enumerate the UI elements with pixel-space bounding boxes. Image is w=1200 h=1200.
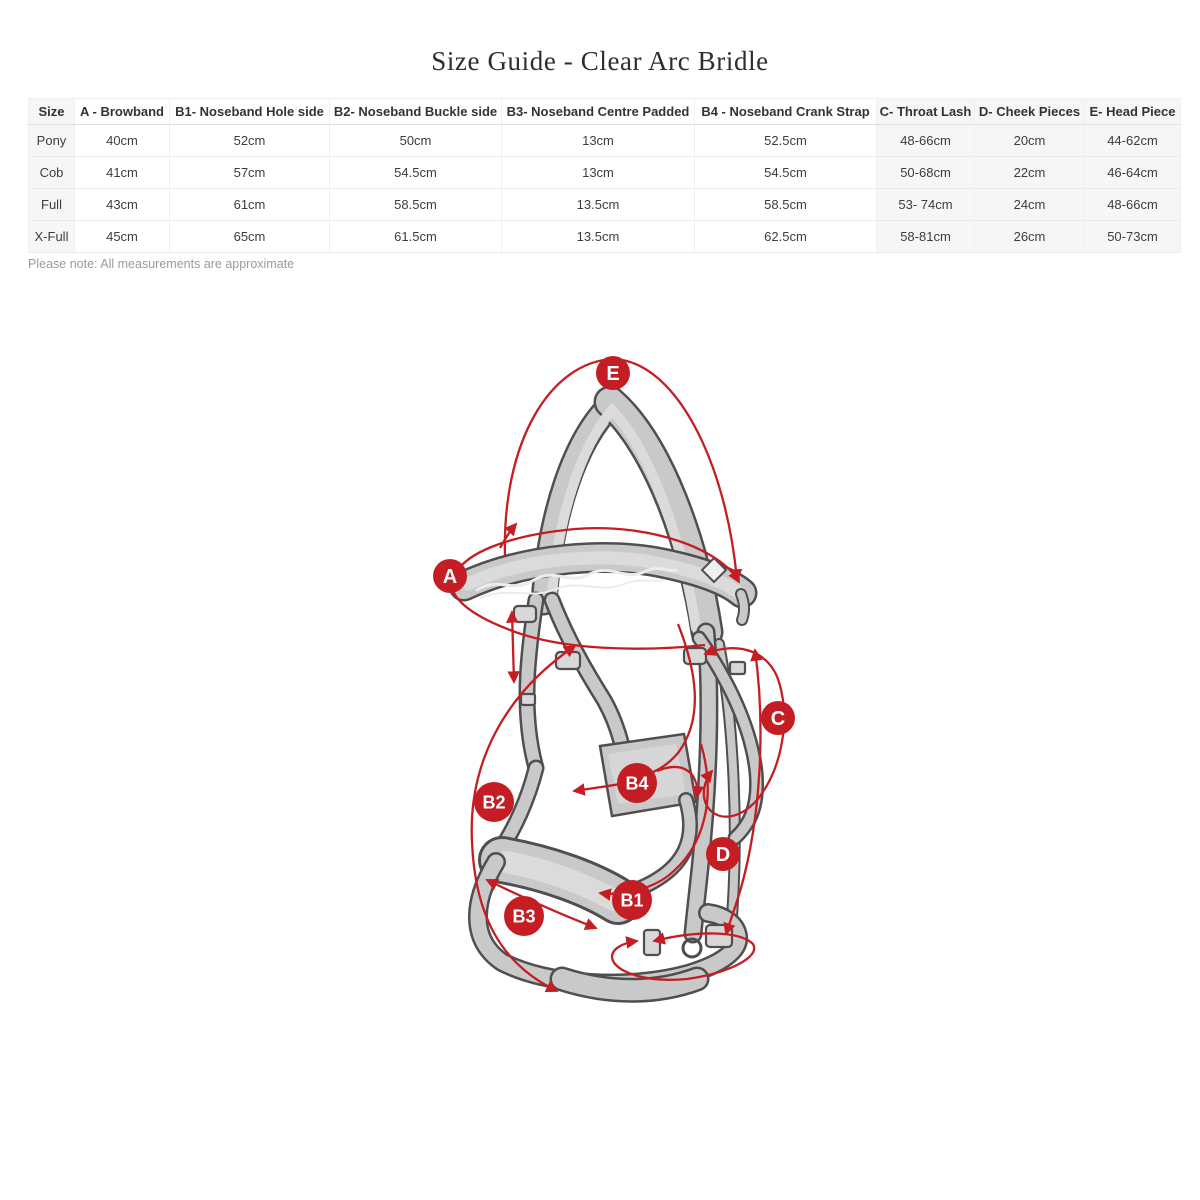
column-header-cheek-pieces: D- Cheek Pieces xyxy=(974,98,1085,125)
value-cell: 46-64cm xyxy=(1084,156,1181,189)
value-cell: 13.5cm xyxy=(501,220,695,253)
column-header-size: Size xyxy=(28,98,75,125)
value-cell: 43cm xyxy=(74,188,170,221)
value-cell: 61.5cm xyxy=(329,220,502,253)
left-cheek-buckle xyxy=(512,604,538,624)
measure-arrow-head-piece-left xyxy=(498,522,518,549)
headpiece-right-strap-fill xyxy=(596,388,721,646)
svg-text:B4: B4 xyxy=(625,774,648,794)
svg-text:D: D xyxy=(716,844,730,866)
left-cheek-keeper xyxy=(519,692,537,707)
column-header-noseband-centre: B3- Noseband Centre Padded xyxy=(501,98,695,125)
throat-lash-keeper xyxy=(728,660,747,676)
browband-sheen xyxy=(461,551,746,600)
diagram-label-b2: B2 xyxy=(474,782,514,822)
size-cell: Pony xyxy=(28,124,75,157)
column-header-noseband-buckle: B2- Noseband Buckle side xyxy=(329,98,502,125)
measurements-note: Please note: All measurements are approx… xyxy=(28,257,295,271)
value-cell: 13cm xyxy=(501,156,695,189)
browband-diamond-accent xyxy=(700,556,728,584)
browband-end-tab-fill xyxy=(737,590,749,624)
size-table: Size A - Browband B1- Noseband Hole side… xyxy=(28,98,1181,253)
value-cell: 13.5cm xyxy=(501,188,695,221)
value-cell: 62.5cm xyxy=(694,220,877,253)
value-cell: 50-73cm xyxy=(1084,220,1181,253)
value-cell: 50-68cm xyxy=(876,156,975,189)
diagram-label-d: D xyxy=(706,837,740,871)
value-cell: 52.5cm xyxy=(694,124,877,157)
diagram-label-e: E xyxy=(596,356,630,390)
measure-arrow-crank-right xyxy=(656,765,705,799)
value-cell: 48-66cm xyxy=(1084,188,1181,221)
value-cell: 58.5cm xyxy=(329,188,502,221)
nose-loop-keeper xyxy=(642,928,662,957)
value-cell: 40cm xyxy=(74,124,170,157)
size-guide-table-container: Size A - Browband B1- Noseband Hole side… xyxy=(28,98,1181,253)
value-cell: 45cm xyxy=(74,220,170,253)
measure-line-noseband-buckle-side xyxy=(470,644,577,993)
header-row: Size A - Browband B1- Noseband Hole side… xyxy=(28,98,1181,125)
diagram-label-b4: B4 xyxy=(617,763,657,803)
value-cell: 24cm xyxy=(974,188,1085,221)
measure-line-crank-sweep xyxy=(641,623,697,777)
column-header-noseband-crank: B4 - Noseband Crank Strap xyxy=(694,98,877,125)
diagram-label-c: C xyxy=(761,701,795,735)
value-cell: 13cm xyxy=(501,124,695,157)
diagram-label-b3: B3 xyxy=(504,896,544,936)
svg-text:B3: B3 xyxy=(512,907,535,927)
measure-loop-noseband xyxy=(610,932,756,981)
value-cell: 26cm xyxy=(974,220,1085,253)
hanger-buckle xyxy=(554,650,582,671)
value-cell: 22cm xyxy=(974,156,1085,189)
svg-text:B1: B1 xyxy=(620,891,643,911)
page-title: Size Guide - Clear Arc Bridle xyxy=(431,46,769,76)
svg-text:A: A xyxy=(443,566,457,588)
svg-text:C: C xyxy=(771,708,785,730)
size-cell: X-Full xyxy=(28,220,75,253)
column-header-browband: A - Browband xyxy=(74,98,170,125)
noseband-hanger-strap-fill xyxy=(546,594,628,752)
measure-arrow-cheek-small xyxy=(505,610,521,684)
browband-crystal-pattern-2 xyxy=(479,579,665,599)
measure-line-cheek-pieces xyxy=(723,648,763,936)
value-cell: 50cm xyxy=(329,124,502,157)
value-cell: 54.5cm xyxy=(329,156,502,189)
diagram-label-a: A xyxy=(433,559,467,593)
column-header-head-piece: E- Head Piece xyxy=(1084,98,1181,125)
value-cell: 41cm xyxy=(74,156,170,189)
nose-loop-cushion-fill xyxy=(552,969,707,1001)
column-header-noseband-hole: B1- Noseband Hole side xyxy=(169,98,330,125)
bit-ring xyxy=(681,937,703,959)
svg-text:E: E xyxy=(606,363,619,385)
bridle-illustration xyxy=(448,385,765,1003)
diagram-label-b1: B1 xyxy=(612,880,652,920)
value-cell: 20cm xyxy=(974,124,1085,157)
value-cell: 58.5cm xyxy=(694,188,877,221)
browband-crystal-pattern xyxy=(475,567,678,592)
value-cell: 65cm xyxy=(169,220,330,253)
size-cell: Full xyxy=(28,188,75,221)
column-header-throat-lash: C- Throat Lash xyxy=(876,98,975,125)
size-cell: Cob xyxy=(28,156,75,189)
svg-text:B2: B2 xyxy=(482,793,505,813)
value-cell: 61cm xyxy=(169,188,330,221)
value-cell: 44-62cm xyxy=(1084,124,1181,157)
value-cell: 52cm xyxy=(169,124,330,157)
